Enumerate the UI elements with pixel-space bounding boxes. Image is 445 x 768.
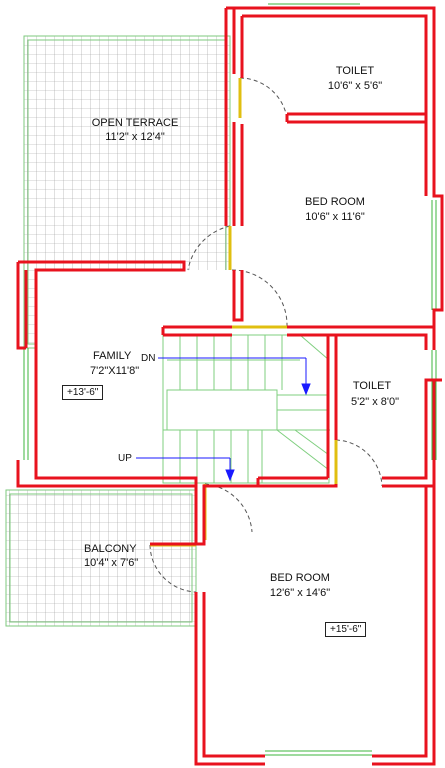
balcony-name: BALCONY — [84, 543, 137, 555]
family-name: FAMILY — [93, 350, 132, 362]
balcony-size: 10'4" x 7'6" — [84, 557, 139, 569]
bed-room-bottom-size: 12'6" x 14'6" — [269, 587, 331, 599]
toilet-top-size: 10'6" x 5'6" — [327, 80, 383, 92]
toilet-mid-name: TOILET — [352, 380, 392, 392]
open-terrace-size: 11'2" x 12'4" — [105, 131, 165, 143]
bed-room-level-badge: +15'-6" — [325, 622, 367, 637]
toilet-top-name: TOILET — [335, 65, 375, 77]
family-level-badge: +13'-6" — [62, 385, 104, 400]
family-size: 7'2"X11'8" — [90, 365, 140, 377]
open-terrace-name: OPEN TERRACE — [91, 117, 179, 129]
stair-up-label: UP — [118, 453, 132, 464]
balcony-floor — [6, 490, 196, 626]
stair-dn-label: DN — [141, 353, 156, 364]
walls — [16, 6, 444, 766]
stair-arrows — [136, 357, 311, 482]
bed-room-top-size: 10'6" x 11'6" — [305, 211, 365, 223]
bed-room-bottom-name: BED ROOM — [270, 572, 330, 584]
toilet-mid-size: 5'2" x 8'0" — [350, 396, 400, 408]
bed-room-top-name: BED ROOM — [305, 196, 365, 208]
